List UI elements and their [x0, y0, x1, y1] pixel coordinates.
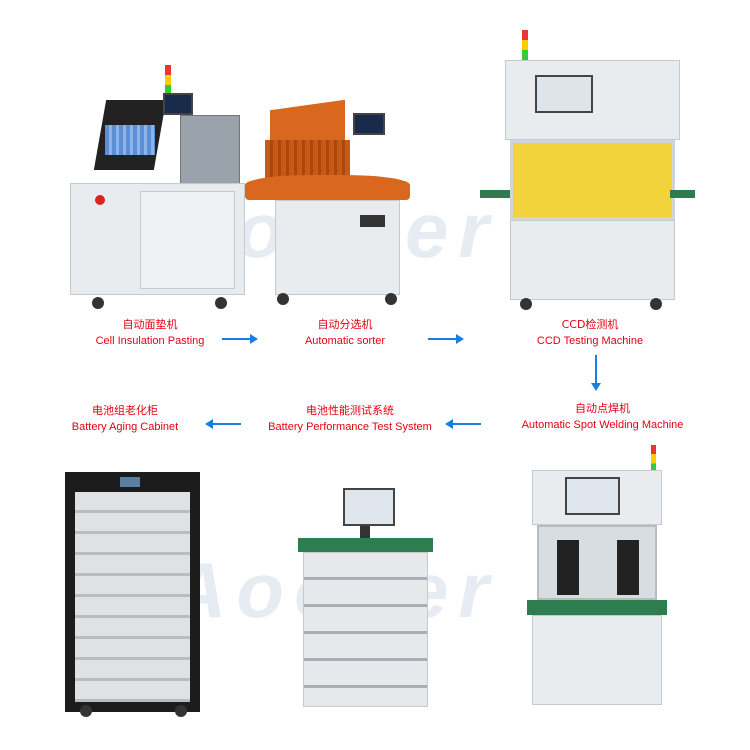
label-performance-test: 电池性能测试系统 Battery Performance Test System [255, 403, 445, 435]
arrow-left-2 [205, 419, 241, 429]
label-en: Battery Aging Cabinet [71, 421, 179, 433]
arrow-left-1 [445, 419, 481, 429]
machine-aging-cabinet [65, 472, 200, 717]
label-automatic-sorter: 自动分选机 Automatic sorter [265, 317, 425, 349]
label-aging-cabinet: 电池组老化柜 Battery Aging Cabinet [50, 403, 200, 435]
machine-insulation-pasting [70, 65, 245, 310]
label-en: Automatic Spot Welding Machine [521, 419, 684, 431]
label-en: Battery Performance Test System [268, 421, 432, 433]
arrow-right-2 [428, 334, 464, 344]
label-cn: 自动面垫机 [122, 318, 178, 331]
label-spot-welding: 自动点焊机 Automatic Spot Welding Machine [505, 401, 700, 433]
label-insulation-pasting: 自动面垫机 Cell Insulation Pasting [70, 317, 230, 349]
label-cn: 电池组老化柜 [92, 404, 158, 417]
label-cn: 自动分选机 [317, 318, 373, 331]
machine-performance-test [298, 488, 433, 713]
label-cn: 自动点焊机 [575, 402, 630, 415]
label-ccd-testing: CCD检测机 CCD Testing Machine [505, 317, 675, 349]
label-cn: 电池性能测试系统 [306, 404, 394, 417]
label-en: Cell Insulation Pasting [95, 335, 205, 347]
machine-ccd-testing [480, 30, 695, 315]
label-en: CCD Testing Machine [536, 335, 644, 347]
label-en: Automatic sorter [304, 335, 386, 347]
arrow-right-1 [222, 334, 258, 344]
machine-spot-welding [527, 445, 667, 715]
arrow-down [591, 355, 601, 391]
label-cn: CCD检测机 [561, 318, 619, 331]
machine-automatic-sorter [245, 95, 415, 310]
